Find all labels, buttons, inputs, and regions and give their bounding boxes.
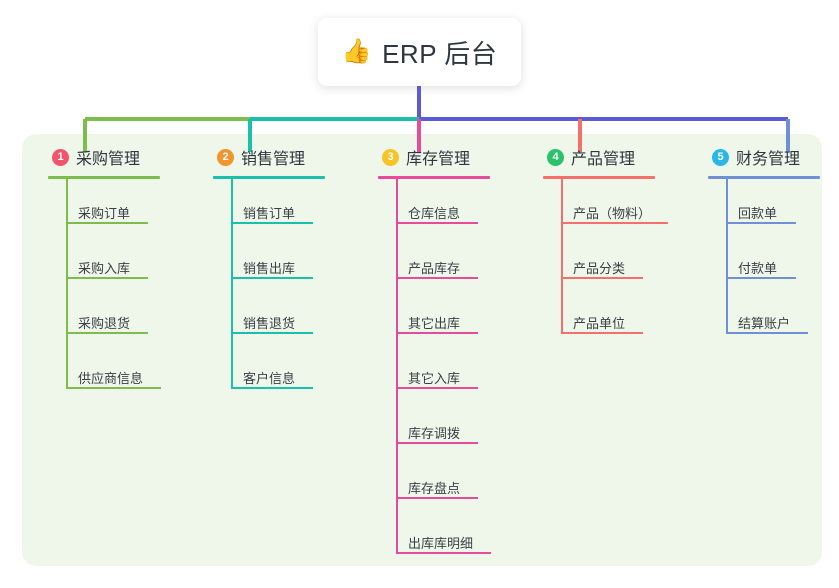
branch-index-badge: 2	[217, 148, 234, 166]
leaf-node-underline	[726, 277, 796, 279]
branch-header-rule	[213, 176, 325, 179]
leaf-node-label[interactable]: 库存盘点	[408, 481, 461, 496]
leaf-node-underline	[396, 497, 478, 499]
leaf-node-label[interactable]: 销售退货	[243, 316, 296, 331]
leaf-node-label[interactable]: 付款单	[738, 261, 778, 276]
branch-index-badge: 1	[52, 148, 69, 166]
branch-column-4: 4 产品管理产品（物料） 产品分类产品单位	[533, 144, 668, 334]
leaf-node-underline	[396, 442, 478, 444]
branch-column-1: 1 采购管理采购订单采购入库采购退货供应商信息	[38, 144, 161, 389]
branch-column-2: 2 销售管理销售订单销售出库销售退货客户信息	[203, 144, 325, 389]
branch-column-3: 3 库存管理仓库信息产品库存其它出库其它入库库存调拨库存盘点出库库明细	[368, 144, 491, 554]
branch-header-label: 销售管理	[241, 151, 306, 168]
leaf-node-underline	[231, 387, 313, 389]
leaf-node-underline	[396, 332, 478, 334]
leaf-node-label[interactable]: 产品库存	[408, 261, 461, 276]
branch-spine	[66, 179, 68, 387]
root-title-text: ERP 后台	[382, 38, 498, 69]
leaf-node-underline	[231, 332, 313, 334]
branch-header-3[interactable]: 3 库存管理	[368, 144, 470, 170]
branch-header-rule	[543, 176, 655, 179]
leaf-node-label[interactable]: 仓库信息	[408, 206, 461, 221]
root-node-card[interactable]: 👍 ERP 后台	[318, 18, 521, 86]
branch-header-1[interactable]: 1 采购管理	[38, 144, 140, 170]
leaf-node-label[interactable]: 采购退货	[78, 316, 131, 331]
branch-index-badge: 5	[712, 148, 729, 166]
branch-header-rule	[48, 176, 160, 179]
leaf-node-underline	[66, 387, 161, 389]
leaf-node-label[interactable]: 客户信息	[243, 371, 296, 386]
leaf-node-underline	[726, 222, 796, 224]
leaf-node-underline	[231, 222, 313, 224]
leaf-node-label[interactable]: 采购订单	[78, 206, 131, 221]
branch-spine	[561, 179, 563, 332]
branch-spine	[231, 179, 233, 387]
leaf-node-label[interactable]: 产品（物料）	[573, 206, 652, 221]
leaf-node-underline	[66, 332, 148, 334]
leaf-node-label[interactable]: 其它出库	[408, 316, 461, 331]
leaf-node-label[interactable]: 回款单	[738, 206, 778, 221]
branch-spine	[726, 179, 728, 332]
leaf-node-underline	[561, 222, 668, 224]
root-node-title: 👍 ERP 后台	[342, 34, 498, 71]
leaf-node-label[interactable]: 供应商信息	[78, 371, 144, 386]
leaf-node-underline	[396, 552, 491, 554]
leaf-node-underline	[561, 332, 643, 334]
leaf-node-label[interactable]: 销售订单	[243, 206, 296, 221]
branch-index-badge: 3	[382, 148, 399, 166]
branch-header-rule	[378, 176, 490, 179]
thumbs-up-icon: 👍	[341, 38, 373, 65]
leaf-node-underline	[396, 277, 478, 279]
branch-header-label: 财务管理	[736, 151, 801, 168]
leaf-node-label[interactable]: 出库库明细	[408, 536, 474, 551]
diagram-panel	[22, 134, 822, 566]
leaf-node-label[interactable]: 产品单位	[573, 316, 626, 331]
branch-header-4[interactable]: 4 产品管理	[533, 144, 635, 170]
leaf-node-underline	[396, 222, 478, 224]
branch-header-label: 采购管理	[76, 151, 141, 168]
leaf-node-label[interactable]: 销售出库	[243, 261, 296, 276]
leaf-node-underline	[66, 277, 148, 279]
branch-header-2[interactable]: 2 销售管理	[203, 144, 305, 170]
branch-header-5[interactable]: 5 财务管理	[698, 144, 800, 170]
branch-spine	[396, 179, 398, 552]
leaf-node-label[interactable]: 其它入库	[408, 371, 461, 386]
leaf-node-underline	[726, 332, 808, 334]
leaf-node-underline	[231, 277, 313, 279]
leaf-node-label[interactable]: 库存调拨	[408, 426, 461, 441]
leaf-node-underline	[396, 387, 478, 389]
branch-header-rule	[708, 176, 820, 179]
branch-column-5: 5 财务管理回款单付款单结算账户	[698, 144, 820, 334]
leaf-node-label[interactable]: 产品分类	[573, 261, 626, 276]
branch-header-label: 库存管理	[406, 151, 471, 168]
leaf-node-label[interactable]: 采购入库	[78, 261, 131, 276]
branch-header-label: 产品管理	[571, 151, 636, 168]
leaf-node-label[interactable]: 结算账户	[738, 316, 791, 331]
branch-index-badge: 4	[547, 148, 564, 166]
leaf-node-underline	[561, 277, 643, 279]
leaf-node-underline	[66, 222, 148, 224]
